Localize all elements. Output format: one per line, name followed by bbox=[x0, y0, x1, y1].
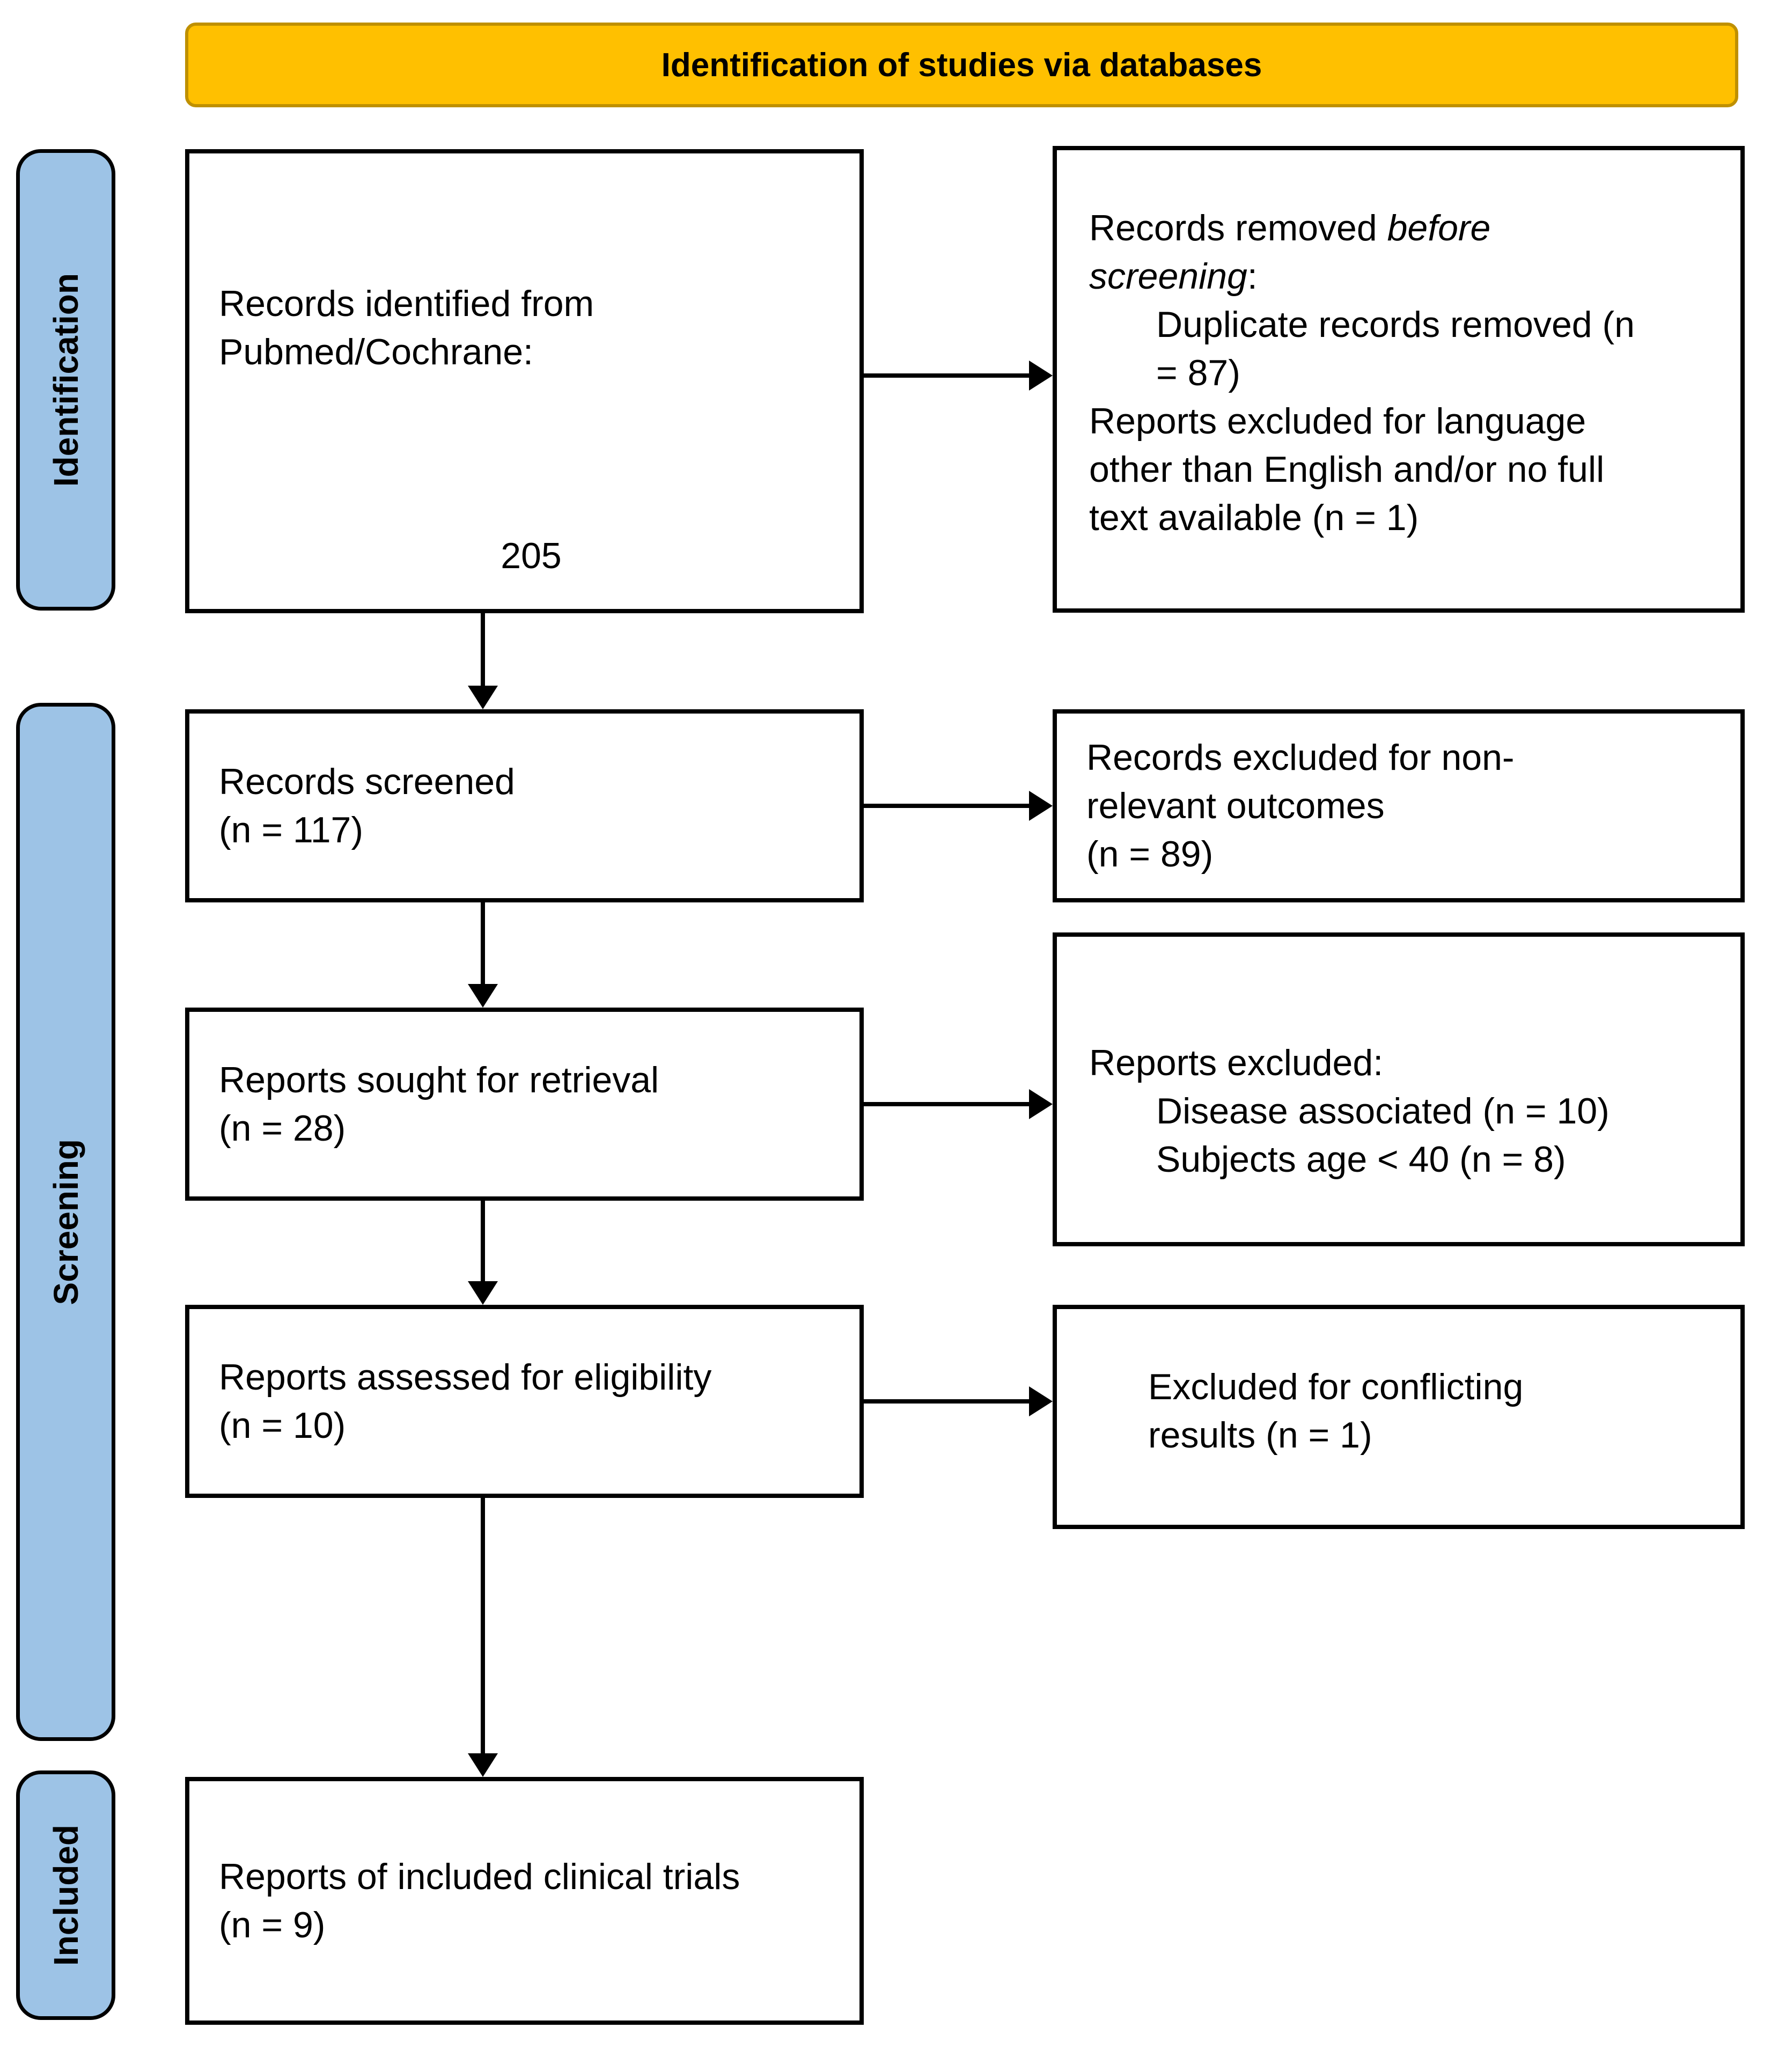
box-records-identified-count: 205 bbox=[501, 535, 562, 576]
box-records-excluded-outcomes-text: Records excluded for non- relevant outco… bbox=[1086, 737, 1515, 875]
box-excluded-conflicting: Excluded for conflicting results (n = 1) bbox=[1053, 1305, 1745, 1529]
box-reports-excluded-reason-age: Subjects age < 40 (n = 8) bbox=[1156, 1139, 1566, 1180]
box-excluded-conflicting-text: Excluded for conflicting results (n = 1) bbox=[1148, 1366, 1524, 1456]
box-included-reports: Reports of included clinical trials (n =… bbox=[185, 1777, 864, 2025]
arrow-screened-to-excluded-head bbox=[1029, 791, 1053, 821]
box-records-screened: Records screened (n = 117) bbox=[185, 709, 864, 902]
arrow-identified-to-screened-line bbox=[481, 613, 485, 686]
banner: Identification of studies via databases bbox=[185, 23, 1738, 107]
stage-screening: Screening bbox=[16, 703, 115, 1741]
stage-included-label: Included bbox=[46, 1824, 85, 1966]
box-included-reports-text: Reports of included clinical trials (n =… bbox=[219, 1856, 740, 1945]
stage-screening-label: Screening bbox=[46, 1138, 85, 1305]
arrow-assessed-to-conflicting-head bbox=[1029, 1386, 1053, 1416]
box-reports-excluded-reason-disease: Disease associated (n = 10) bbox=[1156, 1091, 1610, 1131]
box-records-identified: Records identified from Pubmed/Cochrane:… bbox=[185, 149, 864, 613]
arrow-screened-to-sought-head bbox=[468, 984, 498, 1008]
stage-included: Included bbox=[16, 1770, 115, 2020]
arrow-identified-to-screened-head bbox=[468, 686, 498, 709]
box-records-screened-text: Records screened (n = 117) bbox=[219, 761, 515, 850]
box-reports-sought: Reports sought for retrieval (n = 28) bbox=[185, 1008, 864, 1201]
removed-italic-screening: screening bbox=[1089, 256, 1247, 297]
box-reports-assessed: Reports assessed for eligibility (n = 10… bbox=[185, 1305, 864, 1498]
arrow-screened-to-excluded-line bbox=[864, 804, 1029, 808]
banner-title: Identification of studies via databases bbox=[661, 46, 1262, 84]
box-records-removed-duplicates: Duplicate records removed (n = 87) bbox=[1156, 304, 1635, 393]
box-reports-excluded-heading: Reports excluded: bbox=[1089, 1042, 1384, 1083]
stage-identification: Identification bbox=[16, 149, 115, 611]
box-records-excluded-outcomes: Records excluded for non- relevant outco… bbox=[1053, 709, 1745, 902]
box-records-removed-language: Reports excluded for language other than… bbox=[1089, 401, 1605, 538]
arrow-sought-to-reports-excluded-head bbox=[1029, 1089, 1053, 1119]
arrow-sought-to-assessed-head bbox=[468, 1281, 498, 1305]
stage-identification-label: Identification bbox=[46, 273, 85, 487]
box-reports-sought-text: Reports sought for retrieval (n = 28) bbox=[219, 1060, 659, 1149]
arrow-assessed-to-conflicting-line bbox=[864, 1399, 1029, 1404]
removed-italic-before: before bbox=[1387, 208, 1491, 248]
box-reports-assessed-text: Reports assessed for eligibility (n = 10… bbox=[219, 1357, 712, 1446]
arrow-identified-to-removed-head bbox=[1029, 361, 1053, 391]
arrow-identified-to-removed-line bbox=[864, 373, 1029, 378]
box-reports-excluded: Reports excluded: Disease associated (n … bbox=[1053, 932, 1745, 1246]
box-records-identified-text: Records identified from Pubmed/Cochrane: bbox=[219, 283, 594, 372]
arrow-assessed-to-included-line bbox=[481, 1498, 485, 1753]
arrow-screened-to-sought-line bbox=[481, 902, 485, 984]
arrow-assessed-to-included-head bbox=[468, 1753, 498, 1777]
arrow-sought-to-reports-excluded-line bbox=[864, 1102, 1029, 1106]
arrow-sought-to-assessed-line bbox=[481, 1201, 485, 1281]
